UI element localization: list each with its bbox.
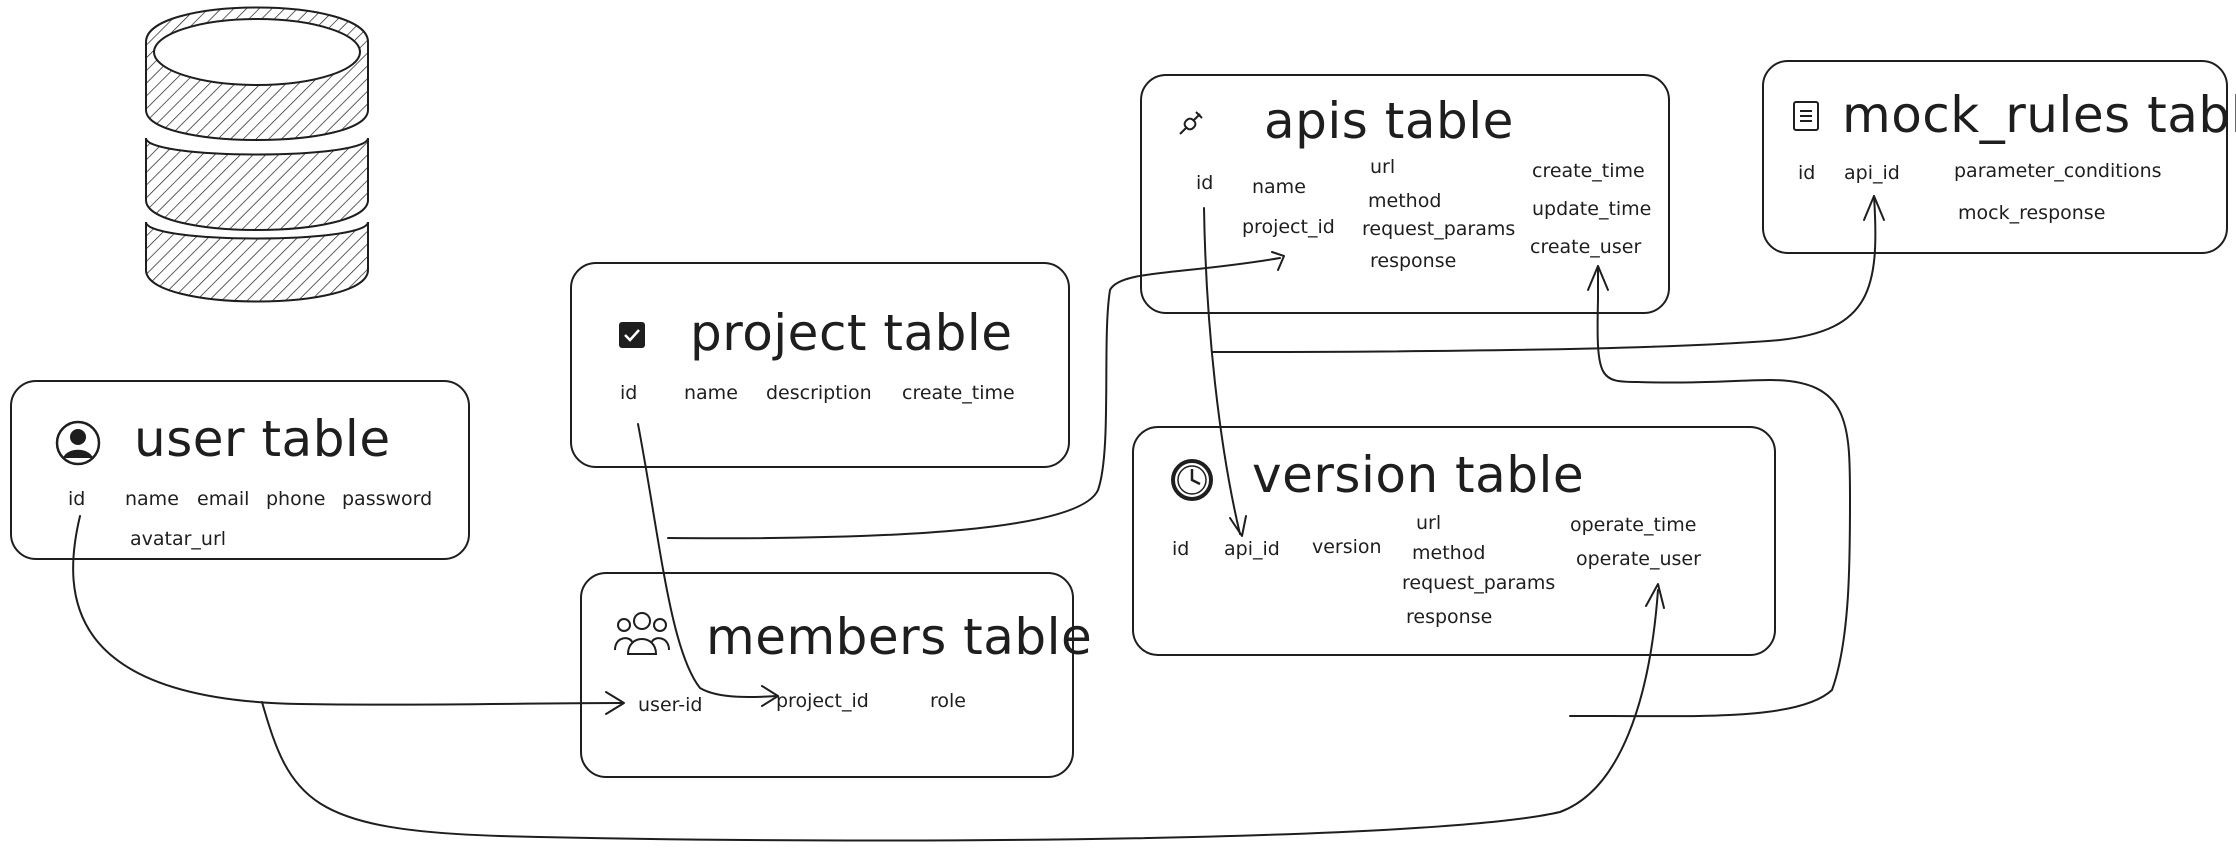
user-field-id: id	[68, 488, 86, 510]
apis-table: apis table id name project_id url method…	[1140, 74, 1670, 314]
project-table: project table id name description create…	[570, 262, 1070, 468]
apis-field-name: name	[1252, 176, 1306, 198]
mock-rules-table: mock_rules table id api_id parameter_con…	[1762, 60, 2236, 254]
version-field-id: id	[1172, 538, 1190, 560]
plug-icon	[1176, 108, 1206, 142]
members-field-role: role	[930, 690, 966, 712]
arrowhead	[761, 685, 779, 707]
arrowhead	[1271, 251, 1285, 271]
mock-rules-field-id: id	[1798, 162, 1816, 184]
users-group-icon	[614, 610, 670, 660]
version-field-operate-time: operate_time	[1570, 514, 1697, 536]
version-table-title: version table	[1252, 446, 1585, 504]
version-field-operate-user: operate_user	[1576, 548, 1701, 570]
members-field-project-id: project_id	[776, 690, 869, 712]
user-field-avatar-url: avatar_url	[130, 528, 227, 550]
apis-field-project-id: project_id	[1242, 216, 1335, 238]
apis-field-id: id	[1196, 172, 1214, 194]
arrowhead	[1587, 265, 1609, 291]
apis-field-response: response	[1370, 250, 1457, 272]
relation-version-apis	[1569, 379, 1851, 718]
project-field-name: name	[684, 382, 738, 404]
relation-project-apis	[667, 257, 1281, 540]
apis-field-request-params: request_params	[1362, 218, 1516, 240]
user-table-title: user table	[134, 410, 391, 468]
project-field-description: description	[766, 382, 872, 404]
relation-loop-top	[1596, 265, 1639, 383]
document-icon	[1792, 100, 1820, 136]
mock-rules-field-parameter-conditions: parameter_conditions	[1954, 160, 2162, 182]
checkbox-icon	[618, 321, 646, 353]
apis-field-method: method	[1368, 190, 1442, 212]
relation-user-version	[261, 589, 1659, 842]
apis-field-update-time: update_time	[1532, 198, 1652, 220]
arrowhead	[605, 691, 625, 715]
user-field-password: password	[342, 488, 433, 510]
user-table: user table id name email phone password …	[10, 380, 470, 560]
version-field-api-id: api_id	[1224, 538, 1280, 560]
apis-table-title: apis table	[1264, 92, 1514, 150]
user-circle-icon	[55, 420, 101, 470]
mock-rules-field-mock-response: mock_response	[1958, 202, 2106, 224]
project-field-create-time: create_time	[902, 382, 1015, 404]
mock-rules-table-title: mock_rules table	[1842, 86, 2236, 144]
apis-field-create-time: create_time	[1532, 160, 1645, 182]
members-table: members table user-id project_id role	[580, 572, 1092, 778]
version-field-version: version	[1312, 536, 1382, 558]
members-table-title: members table	[706, 608, 1093, 666]
mock-rules-field-api-id: api_id	[1844, 162, 1900, 184]
project-table-title: project table	[690, 304, 1013, 362]
clock-icon	[1170, 458, 1214, 506]
relation-user-members	[72, 515, 623, 706]
arrowhead	[1863, 195, 1885, 221]
relation-loop-join	[1637, 379, 1771, 384]
members-field-user-id: user-id	[638, 694, 703, 716]
relation-apis-mock	[1211, 195, 1877, 353]
version-field-request-params: request_params	[1402, 572, 1556, 594]
relation-apis-version	[1203, 207, 1241, 535]
arrowhead	[1229, 515, 1247, 537]
arrowhead	[1645, 583, 1665, 609]
project-field-id: id	[620, 382, 638, 404]
apis-field-create-user: create_user	[1530, 236, 1642, 258]
version-field-url: url	[1416, 512, 1442, 534]
user-field-phone: phone	[266, 488, 326, 510]
version-field-method: method	[1412, 542, 1486, 564]
relation-project-members	[637, 423, 777, 699]
database-cylinder-icon	[145, 6, 369, 303]
user-field-email: email	[197, 488, 250, 510]
apis-field-url: url	[1370, 156, 1396, 178]
user-field-name: name	[125, 488, 179, 510]
version-table: version table id api_id version url meth…	[1132, 426, 1776, 656]
version-field-response: response	[1406, 606, 1493, 628]
